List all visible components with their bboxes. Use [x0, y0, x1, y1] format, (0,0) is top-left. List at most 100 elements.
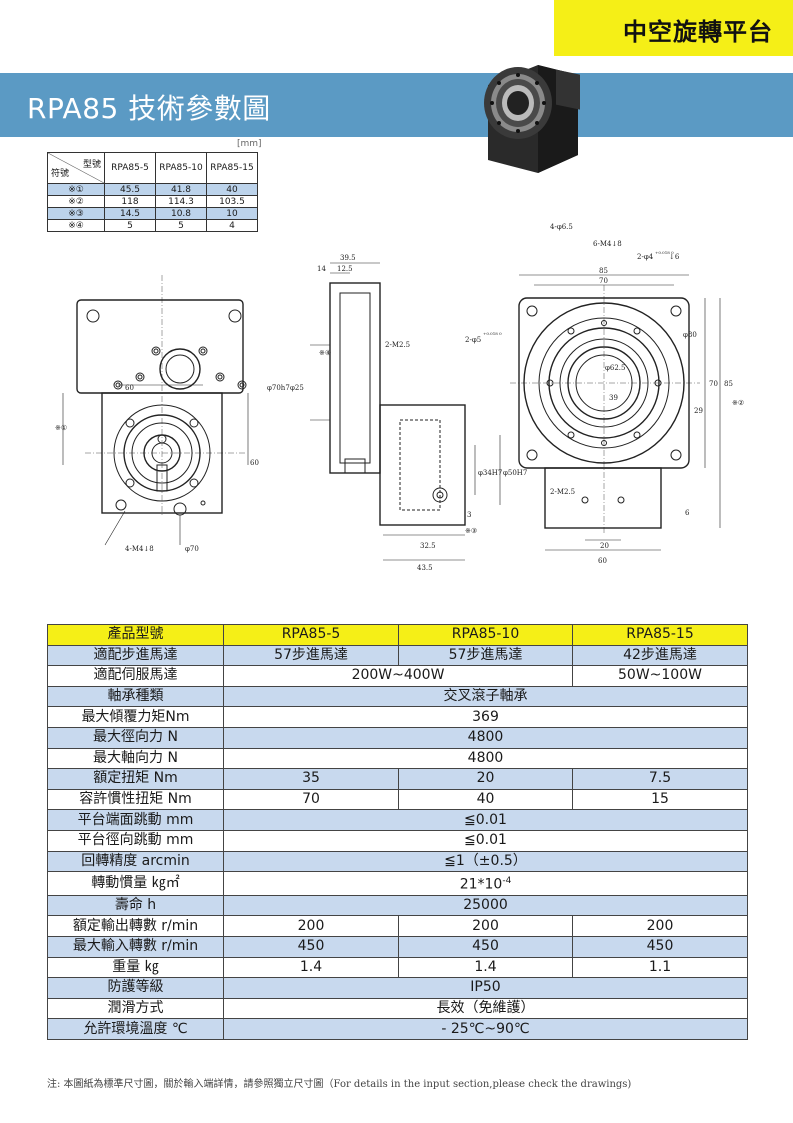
spec-value-cell: 21*10-4 — [223, 871, 748, 896]
spec-label: 額定扭矩 Nm — [47, 768, 224, 790]
cell: 14.5 — [104, 207, 156, 220]
spec-value: 200 — [572, 915, 748, 937]
dim-label: 32.5 — [420, 542, 436, 550]
cell: 45.5 — [104, 183, 156, 196]
dim-label: ※① — [55, 424, 67, 432]
cell: 5 — [155, 219, 207, 232]
dim-label: 2-φ4 — [637, 253, 654, 261]
spec-label: 額定輸出轉數 r/min — [47, 915, 224, 937]
dim-label: 2-M2.5 — [550, 488, 575, 496]
dim-label: 60 — [125, 384, 134, 392]
dim-label: φ25 — [290, 384, 304, 392]
sym: ※① — [47, 183, 105, 196]
spec-row: 適配步進馬達 57步進馬達 57步進馬達 42步進馬達 — [47, 644, 748, 667]
cell: 41.8 — [155, 183, 207, 196]
table-row: ※④ 5 5 4 — [47, 219, 258, 232]
spec-value: 25000 — [223, 894, 748, 917]
dim-label: 60 — [598, 557, 607, 565]
spec-model: RPA85-15 — [572, 624, 748, 646]
dim-label: φ50H7 — [503, 469, 527, 477]
cell: 103.5 — [206, 195, 258, 208]
spec-value: 交叉滾子軸承 — [223, 685, 748, 708]
spec-label: 允許環境溫度 ℃ — [47, 1018, 224, 1040]
spec-label: 回轉精度 arcmin — [47, 850, 224, 873]
spec-value: 1.1 — [572, 956, 748, 979]
spec-value: 450 — [223, 935, 399, 958]
dim-label: φ70 — [185, 545, 199, 553]
sym: ※④ — [47, 219, 105, 232]
spec-value: ≦1（±0.5） — [223, 850, 748, 873]
dim-label: ※② — [732, 399, 744, 407]
col-header: RPA85-15 — [206, 152, 258, 184]
dim-label: 39 — [609, 394, 618, 402]
spec-value: 長效（免維護） — [223, 997, 748, 1020]
dimension-labels: 39.5 14 12.5 2-M2.5 2-M2.5 4-φ6.5 6-M4↓8… — [55, 223, 744, 572]
spec-value: 50W~100W — [572, 665, 748, 687]
spec-row: 額定扭矩 Nm 35 20 7.5 — [47, 768, 748, 790]
spec-row: 壽命 h 25000 — [47, 894, 748, 917]
dim-label: 3 — [467, 511, 471, 519]
spec-value: 450 — [398, 935, 573, 958]
spec-row: 重量 ㎏ 1.4 1.4 1.1 — [47, 956, 748, 979]
spec-value: 20 — [398, 768, 573, 790]
dim-label: φ80 — [683, 331, 697, 339]
spec-value: 4800 — [223, 747, 748, 770]
dim-label: 85 — [599, 267, 608, 275]
unit-label: [mm] — [237, 139, 262, 149]
spec-model: RPA85-5 — [223, 624, 399, 646]
spec-row: 最大軸向力 N 4800 — [47, 747, 748, 770]
spec-value: ≦0.01 — [223, 809, 748, 831]
category-tag-text: 中空旋轉平台 — [623, 18, 773, 46]
spec-value: ≦0.01 — [223, 829, 748, 852]
spec-value: 70 — [223, 788, 399, 811]
spec-value: IP50 — [223, 977, 748, 999]
cell: 4 — [206, 219, 258, 232]
spec-label: 容許慣性扭矩 Nm — [47, 788, 224, 811]
spec-value: 4800 — [223, 726, 748, 749]
spec-label: 產品型號 — [47, 624, 224, 646]
corner-bottom: 符號 — [51, 169, 70, 179]
product-photo — [484, 65, 580, 173]
spec-label: 平台端面跳動 mm — [47, 809, 224, 831]
dim-label: 4-φ6.5 — [550, 223, 573, 231]
dim-label: ※③ — [465, 527, 477, 535]
spec-label: 潤滑方式 — [47, 997, 224, 1020]
dim-label: φ62.5 — [605, 364, 626, 372]
cell: 5 — [104, 219, 156, 232]
spec-value: 1.4 — [398, 956, 573, 979]
spec-row: 轉動慣量 ㎏㎡ 21*10-4 — [47, 871, 748, 896]
dim-label: 2-M2.5 — [385, 341, 410, 349]
dim-label: 20 — [600, 542, 609, 550]
spec-value: - 25℃~90℃ — [223, 1018, 748, 1040]
corner-top: 型號 — [82, 160, 101, 170]
table-row: ※③ 14.5 10.8 10 — [47, 207, 258, 220]
spec-model: RPA85-10 — [398, 624, 573, 646]
dim-label: 2-φ5 — [465, 336, 481, 344]
spec-value: 200W~400W — [223, 665, 573, 687]
dim-label: 12.5 — [337, 265, 353, 273]
spec-row: 允許環境溫度 ℃ - 25℃~90℃ — [47, 1018, 748, 1040]
spec-label: 最大傾覆力矩Nm — [47, 706, 224, 728]
dim-label: ↓6 — [669, 253, 680, 261]
page-title: RPA85 技術參數圖 — [27, 92, 271, 125]
front-view — [62, 275, 249, 546]
spec-row: 軸承種類 交叉滾子軸承 — [47, 685, 748, 708]
spec-value: 15 — [572, 788, 748, 811]
spec-row: 平台端面跳動 mm ≦0.01 — [47, 809, 748, 831]
dim-label: +0.018 0 — [483, 331, 502, 336]
spec-label: 軸承種類 — [47, 685, 224, 708]
spec-value: 7.5 — [572, 768, 748, 790]
spec-row: 適配伺服馬達 200W~400W 50W~100W — [47, 665, 748, 687]
spec-label: 最大輸入轉數 r/min — [47, 935, 224, 958]
col-header: RPA85-5 — [104, 152, 156, 184]
spec-label: 重量 ㎏ — [47, 956, 224, 979]
dim-label: φ34H7 — [478, 469, 502, 477]
table-row: ※② 118 114.3 103.5 — [47, 195, 258, 208]
dim-label: ※④ — [319, 349, 331, 357]
side-view — [310, 262, 501, 561]
spec-value: 40 — [398, 788, 573, 811]
dim-label: 70 — [709, 380, 718, 388]
spec-label: 適配步進馬達 — [47, 644, 224, 667]
spec-value: 200 — [223, 915, 399, 937]
spec-row: 最大輸入轉數 r/min 450 450 450 — [47, 935, 748, 958]
